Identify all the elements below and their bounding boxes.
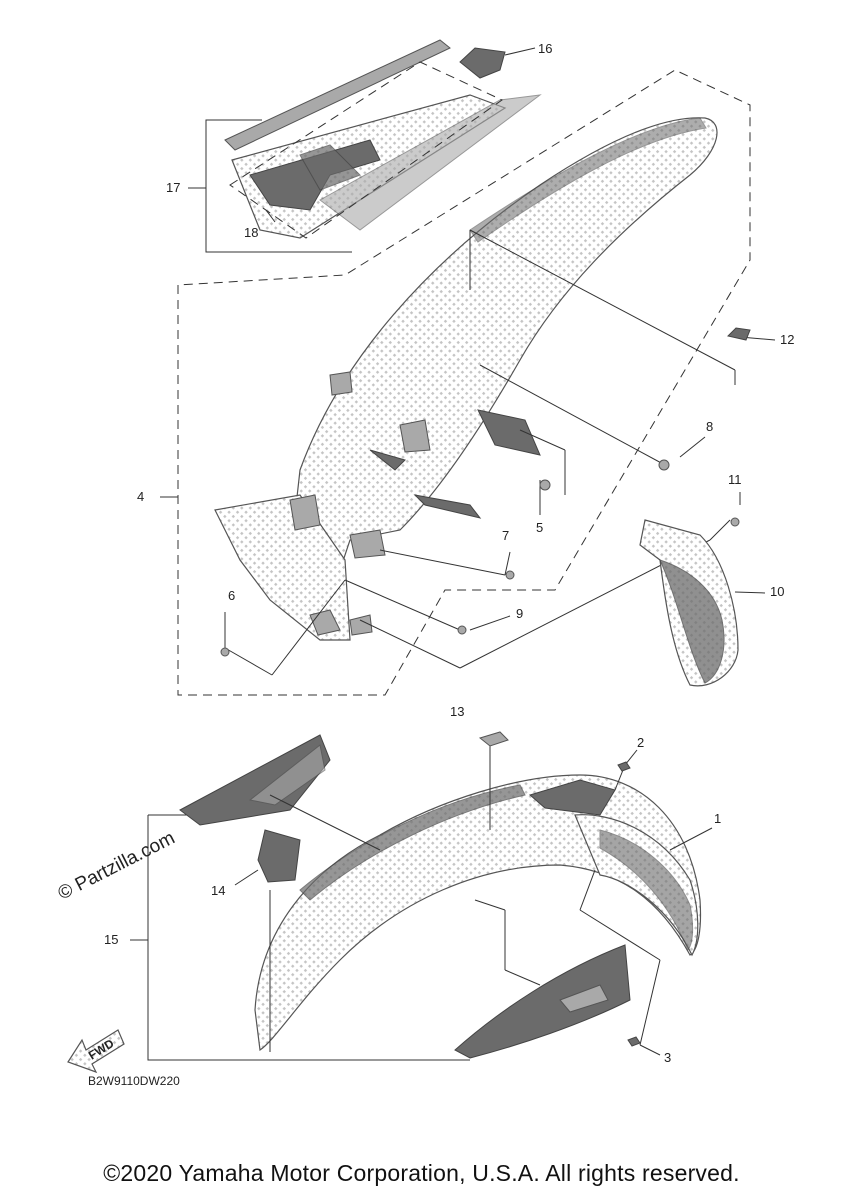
callout-4: 4 (137, 489, 144, 504)
callout-3: 3 (664, 1050, 671, 1065)
callout-10: 10 (770, 584, 784, 599)
callout-2: 2 (637, 735, 644, 750)
mud-flap (639, 519, 766, 687)
callout-11: 11 (728, 472, 742, 487)
callout-13: 13 (450, 704, 464, 719)
part-12-clip (727, 327, 751, 341)
part-5-bolt (539, 479, 551, 491)
part-2-screw (617, 761, 631, 772)
part-11-bolt (730, 517, 740, 527)
watermark-text: © Partzilla.com (55, 828, 179, 905)
callout-12: 12 (780, 332, 794, 347)
forward-arrow: FWD (67, 1029, 125, 1074)
part-3-screw (627, 1036, 641, 1047)
part-7-bolt (505, 570, 515, 580)
callout-9: 9 (516, 606, 523, 621)
callout-8: 8 (706, 419, 713, 434)
callout-16: 16 (538, 41, 552, 56)
part-8-bolt (658, 459, 670, 471)
callout-7: 7 (502, 528, 509, 543)
callout-15: 15 (104, 932, 118, 947)
callout-18: 18 (244, 225, 258, 240)
part-6-bolt (220, 647, 230, 657)
graphic-decal-group-top (188, 39, 542, 253)
callout-17: 17 (166, 180, 180, 195)
callout-6: 6 (228, 588, 235, 603)
front-fender-assembly (160, 69, 776, 696)
callout-14: 14 (211, 883, 225, 898)
graphic-part-14 (257, 829, 301, 883)
diagram-code: B2W9110DW220 (88, 1074, 180, 1088)
callout-5: 5 (536, 520, 543, 535)
part-9-bolt (457, 625, 467, 635)
part-13-clip (478, 731, 509, 747)
copyright-notice: ©2020 Yamaha Motor Corporation, U.S.A. A… (103, 1160, 740, 1186)
lower-fender-group (130, 731, 713, 1061)
callout-1: 1 (714, 811, 721, 826)
graphic-part-16 (459, 47, 506, 79)
